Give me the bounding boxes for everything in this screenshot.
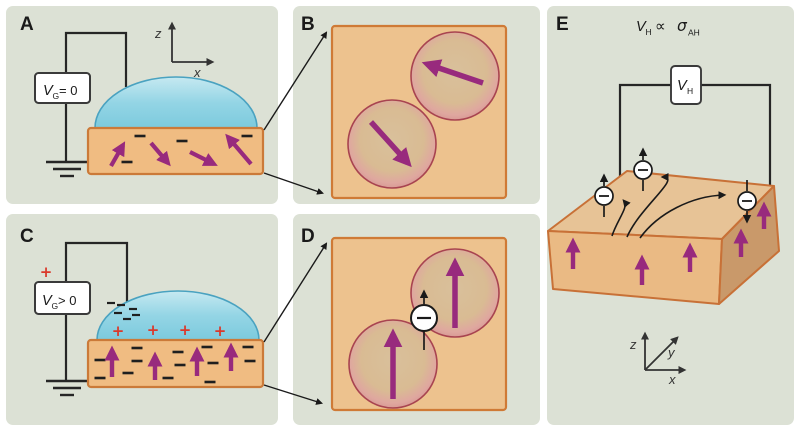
gate-voltage-subscript: G [52,301,59,311]
electron-charges-a [121,134,253,164]
meter-v-sub: H [687,86,693,96]
gate-voltage-subscript: G [53,91,60,101]
trajectory-arrow [639,191,727,239]
svg-text:+: + [179,321,192,339]
domain-arrows-d [383,257,465,399]
gate-voltage-value: > 0 [58,293,76,308]
sample-slab-c [86,338,265,389]
magnetization-arrow [225,133,253,166]
meter-v: V [677,78,688,94]
droplet-anions-c [107,301,140,321]
zoom-connector-a-b [263,31,328,195]
gate-voltage-symbol: V [42,293,53,309]
trajectory-arrow [626,173,669,238]
gate-plus-charge: + [40,263,53,281]
z-axis-label: z [629,337,637,352]
x-axis-label: x [193,65,201,80]
panel-d-label: D [301,226,315,247]
panel-a-label: A [20,14,34,35]
droplet-cations-c: + + + + [112,321,227,340]
domain-arrow [421,59,484,86]
panel-b-label: B [301,14,315,35]
magnetization-arrows-e [565,201,772,285]
gate-voltage-box-c: V G > 0 [34,281,91,315]
ionic-liquid-droplet-c [96,290,260,341]
ionic-liquid-droplet-a [94,76,258,129]
hall-voltmeter-box: V H [670,65,702,105]
trajectory-arrow [611,199,631,237]
ground-symbol-c [46,379,88,397]
panel-c: C + V G > 0 + [20,226,265,397]
gate-voltage-box-a: V G = 0 [34,72,91,104]
zoom-connector-c-d [263,242,328,405]
ground-symbol-a [46,160,88,178]
panel-e: E V H ∝ σ AH V H [547,14,780,387]
magnetization-arrows-a [109,133,253,168]
gate-voltage-symbol: V [43,83,54,99]
gate-wire-a [64,31,128,87]
panel-b: B [301,14,508,200]
gate-voltage-value: = 0 [59,83,77,98]
svg-text:+: + [112,322,125,340]
spin-up-electron [410,289,438,350]
spin-down-electron [737,180,757,224]
svg-text:+: + [147,321,160,339]
magnetization-arrow [189,150,218,166]
spin-up-electron [633,147,653,191]
domain-arrows-b [368,59,484,168]
hall-wire-left [618,83,671,177]
x-axis-label: x [668,372,676,387]
panel-a: A z x V G = 0 [20,14,265,178]
formula-v-sub: H [646,27,652,37]
z-axis-label: z [154,26,162,41]
panel-d: D [301,226,508,412]
svg-text:+: + [214,322,227,340]
magnetization-arrow [149,141,171,167]
formula-v: V [636,19,647,35]
domain-arrow [368,120,412,168]
magnetization-arrow [109,141,126,168]
spin-up-electron [594,173,614,217]
electron-charges-c [94,345,256,384]
panel-e-label: E [556,14,569,35]
coordinate-axes-a [167,21,215,67]
panel-c-label: C [20,226,34,247]
hall-formula: V H ∝ σ AH [636,17,700,38]
coordinate-axes-e [640,331,687,375]
magnetization-arrows-c [104,342,239,380]
hall-wire-right [701,83,772,191]
gate-wire-c [64,241,129,305]
y-axis-arrow [644,336,679,371]
sigma-symbol: σ [677,17,688,35]
sigma-subscript: AH [688,28,700,38]
sample-slab-a [86,126,265,176]
y-axis-label: y [667,345,676,360]
electron-trajectories [611,173,727,239]
proportional-symbol: ∝ [655,17,666,35]
